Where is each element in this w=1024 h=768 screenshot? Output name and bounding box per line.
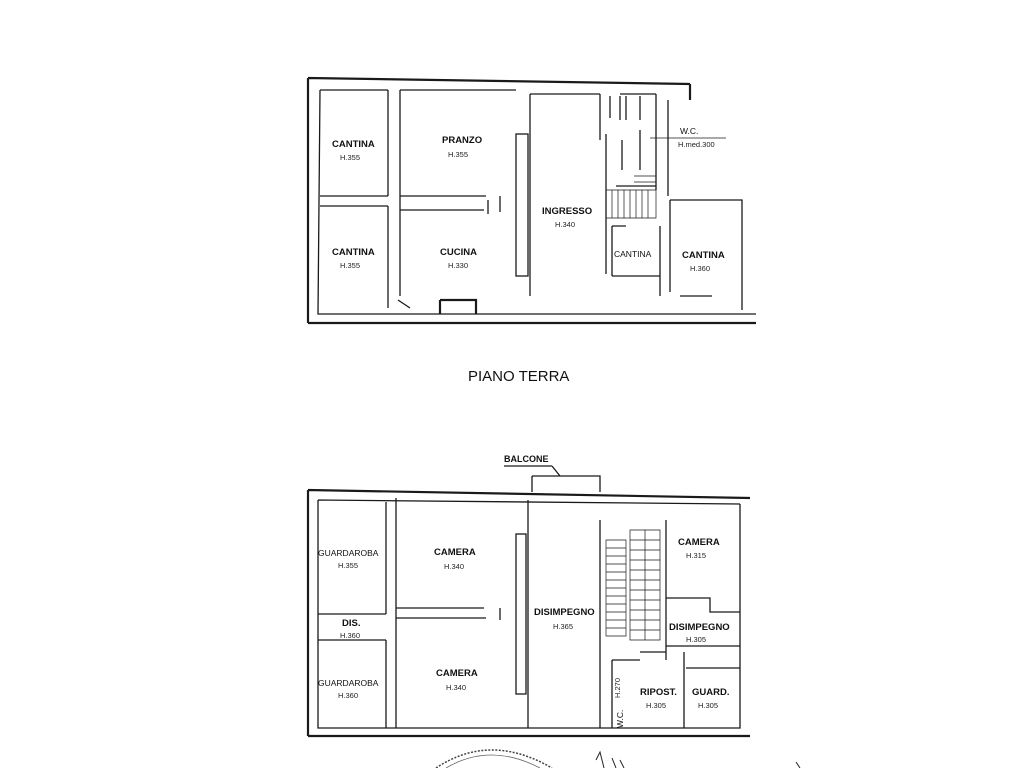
first-guardaroba-1-name: GUARDAROBA [318,548,379,558]
first-balcony [504,465,601,492]
ground-bottom-openings [438,298,478,314]
first-disimpegno-walls [527,500,601,728]
first-camera-1-height: H.340 [444,562,464,571]
ground-ingresso-height: H.340 [555,220,575,229]
ground-right-cantina-walls [667,100,743,310]
first-outer-wall [306,488,751,738]
stamp-seal [435,749,801,768]
ground-cantina-3-height: H.360 [690,264,710,273]
first-ripost-height: H.305 [646,701,666,710]
first-wc-vertical-height: H.270 [613,678,622,698]
first-camera-2-name: CAMERA [678,537,720,548]
ground-cucina-height: H.330 [448,261,468,270]
first-camera-3-height: H.340 [446,683,466,692]
first-dis-name: DIS. [342,618,360,629]
ground-floor-title: PIANO TERRA [468,368,569,385]
first-guard-height: H.305 [698,701,718,710]
first-dis-height: H.360 [340,631,360,640]
first-camera-2-height: H.315 [686,551,706,560]
ground-ingresso-walls [529,94,607,296]
ground-stairs [605,175,657,219]
first-camera-divider [396,607,501,620]
first-disimpegno-1-height: H.365 [553,622,573,631]
first-guardaroba-2-name: GUARDAROBA [318,678,379,688]
ground-cantina-1-name: CANTINA [332,139,375,150]
ground-wc-name: W.C. [680,126,698,136]
ground-pranzo-cucina-wall [400,195,501,214]
first-camera-3-name: CAMERA [436,668,478,679]
ground-left-column-walls [320,90,411,309]
ground-outer-wall [306,76,756,325]
ground-wc-height: H.med.300 [678,140,715,149]
ground-small-cantina-walls [611,225,661,296]
ground-pranzo-height: H.355 [448,150,468,159]
ground-pranzo-name: PRANZO [442,135,482,146]
ground-wc-walls [609,94,657,190]
ground-cucina-name: CUCINA [440,247,477,258]
first-ripost-name: RIPOST. [640,687,677,698]
first-disimpegno-2-name: DISIMPEGNO [669,622,730,633]
ground-inner-outline [317,89,756,315]
ground-cantina-small-name: CANTINA [614,249,652,259]
first-disimpegno-pillar [515,533,527,695]
ground-floor-plan [306,76,756,325]
ground-ingresso-name: INGRESSO [542,206,592,217]
ground-cantina-3-name: CANTINA [682,250,725,261]
first-wc-vertical-name: W.C. [615,710,625,728]
first-disimpegno-1-name: DISIMPEGNO [534,607,595,618]
first-disimpegno-2-height: H.305 [686,635,706,644]
first-camera-1-name: CAMERA [434,547,476,558]
first-balcony-label: BALCONE [504,454,549,464]
first-left-column-walls [318,498,397,728]
first-floor-plan [306,465,751,738]
first-guardaroba-2-height: H.360 [338,691,358,700]
ground-cantina-2-name: CANTINA [332,247,375,258]
ground-ingresso-pillar [515,133,529,277]
first-guard-name: GUARD. [692,687,729,698]
first-stairs [605,529,661,641]
ground-cantina-1-height: H.355 [340,153,360,162]
first-guardaroba-1-height: H.355 [338,561,358,570]
ground-cantina-2-height: H.355 [340,261,360,270]
first-right-walls [611,520,740,728]
